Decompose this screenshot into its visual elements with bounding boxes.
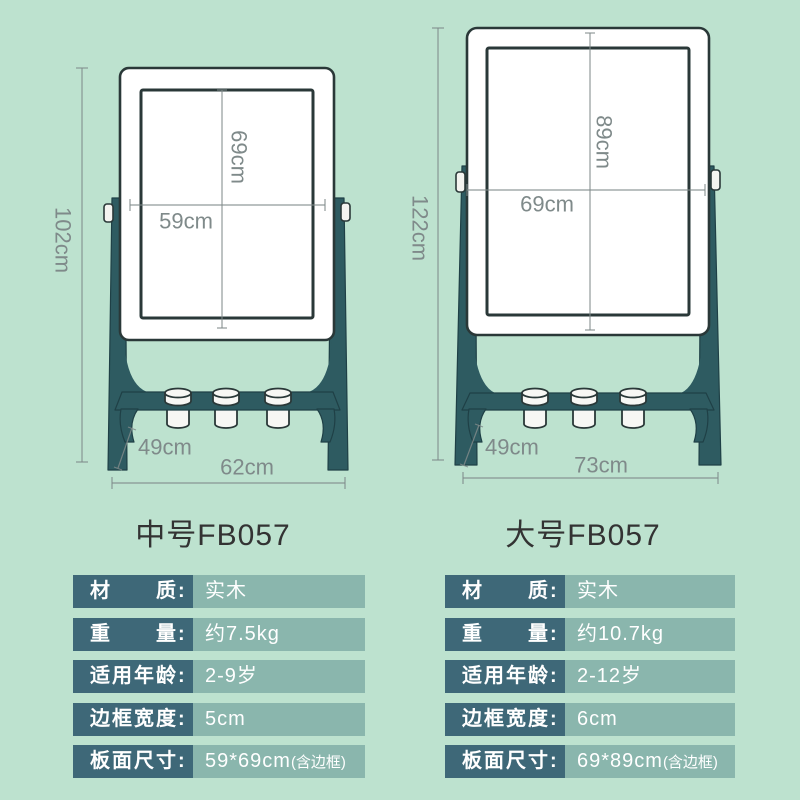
spec-value: 实木 <box>565 575 735 608</box>
large-left-knob <box>455 171 466 193</box>
spec-label: 适用年龄: <box>73 660 193 693</box>
dimension-tick <box>113 466 123 471</box>
spec-row-age: 适用年龄: 2-9岁 <box>73 660 365 693</box>
spec-label: 适用年龄: <box>445 660 565 693</box>
spec-value: 6cm <box>565 702 735 736</box>
large-cup-opening <box>570 387 598 399</box>
medium-right-foot <box>316 408 336 443</box>
spec-row-frame-width: 边框宽度: 5cm <box>73 702 365 736</box>
large-board-surface <box>485 46 691 317</box>
large-right-foot <box>689 408 709 443</box>
spec-label: 重 量: <box>73 617 193 651</box>
spec-value: 5cm <box>193 702 365 736</box>
spec-value: 约10.7kg <box>565 617 735 651</box>
medium-dimensions: 102cm 69cm 59cm 49cm 62cm <box>51 67 346 489</box>
spec-value: 约7.5kg <box>193 617 365 651</box>
large-product-title: 大号FB057 <box>505 519 661 552</box>
spec-value: 实木 <box>193 575 365 608</box>
spec-value: 59*69cm(含边框) <box>193 745 365 778</box>
spec-value-note: (含边框) <box>290 754 346 771</box>
large-dimensions: 122cm 89cm 69cm 49cm 73cm <box>408 27 719 484</box>
medium-left-knob <box>103 203 114 223</box>
medium-depth-label: 49cm <box>138 435 192 460</box>
large-right-brace <box>681 336 703 393</box>
spec-value: 69*89cm(含边框) <box>565 745 735 778</box>
medium-board-width-label: 59cm <box>159 209 213 234</box>
spec-label: 边框宽度: <box>73 702 193 736</box>
medium-right-knob <box>340 202 351 222</box>
medium-spec-table: 材 质: 实木 重 量: 约7.5kg 适用年龄: 2-9岁 边框宽度: 5cm… <box>73 575 365 788</box>
spec-row-board-size: 板面尺寸: 59*69cm(含边框) <box>73 745 365 778</box>
large-easel <box>454 26 722 466</box>
spec-label: 边框宽度: <box>445 702 565 736</box>
large-spec-table: 材 质: 实木 重 量: 约10.7kg 适用年龄: 2-12岁 边框宽度: 6… <box>445 575 735 788</box>
spec-label: 板面尺寸: <box>73 745 193 778</box>
medium-easel <box>103 66 351 471</box>
spec-row-weight: 重 量: 约7.5kg <box>73 617 365 651</box>
medium-product-title: 中号FB057 <box>135 519 291 552</box>
large-cup-opening <box>619 387 647 399</box>
large-right-knob <box>710 169 721 191</box>
large-left-foot <box>467 408 487 443</box>
spec-row-material: 材 质: 实木 <box>445 575 735 608</box>
large-left-brace <box>473 336 495 393</box>
spec-value-note: (含边框) <box>662 754 718 771</box>
spec-value-main: 69*89cm <box>577 750 663 772</box>
spec-row-age: 适用年龄: 2-12岁 <box>445 660 735 693</box>
large-board-height-label: 89cm <box>592 115 617 169</box>
large-width-label: 73cm <box>574 453 628 478</box>
dimension-tick <box>127 426 137 431</box>
large-depth-label: 49cm <box>485 435 539 460</box>
medium-height-label: 102cm <box>51 207 76 273</box>
medium-right-brace <box>309 341 332 392</box>
spec-label: 材 质: <box>445 575 565 608</box>
spec-row-board-size: 板面尺寸: 69*89cm(含边框) <box>445 745 735 778</box>
large-depth-line <box>463 424 480 466</box>
medium-board-surface <box>139 88 315 320</box>
large-cup-opening <box>521 387 549 399</box>
large-height-label: 122cm <box>408 195 433 261</box>
medium-board-height-label: 69cm <box>227 130 252 184</box>
medium-cup-opening <box>212 387 240 399</box>
spec-label: 材 质: <box>73 575 193 608</box>
spec-label: 板面尺寸: <box>445 745 565 778</box>
medium-left-foot <box>119 408 139 443</box>
medium-cup-opening <box>164 387 192 399</box>
spec-label: 重 量: <box>445 617 565 651</box>
large-board-width-label: 69cm <box>520 192 574 217</box>
medium-cup-opening <box>264 387 292 399</box>
dimension-tick <box>459 463 469 468</box>
spec-value: 2-12岁 <box>565 660 735 693</box>
spec-row-weight: 重 量: 约10.7kg <box>445 617 735 651</box>
medium-width-label: 62cm <box>220 455 274 480</box>
medium-depth-line <box>117 427 133 469</box>
dimension-tick <box>474 423 484 428</box>
spec-value-main: 59*69cm <box>205 750 291 772</box>
spec-row-material: 材 质: 实木 <box>73 575 365 608</box>
medium-left-brace <box>124 341 147 392</box>
spec-value: 2-9岁 <box>193 660 365 693</box>
spec-row-frame-width: 边框宽度: 6cm <box>445 702 735 736</box>
